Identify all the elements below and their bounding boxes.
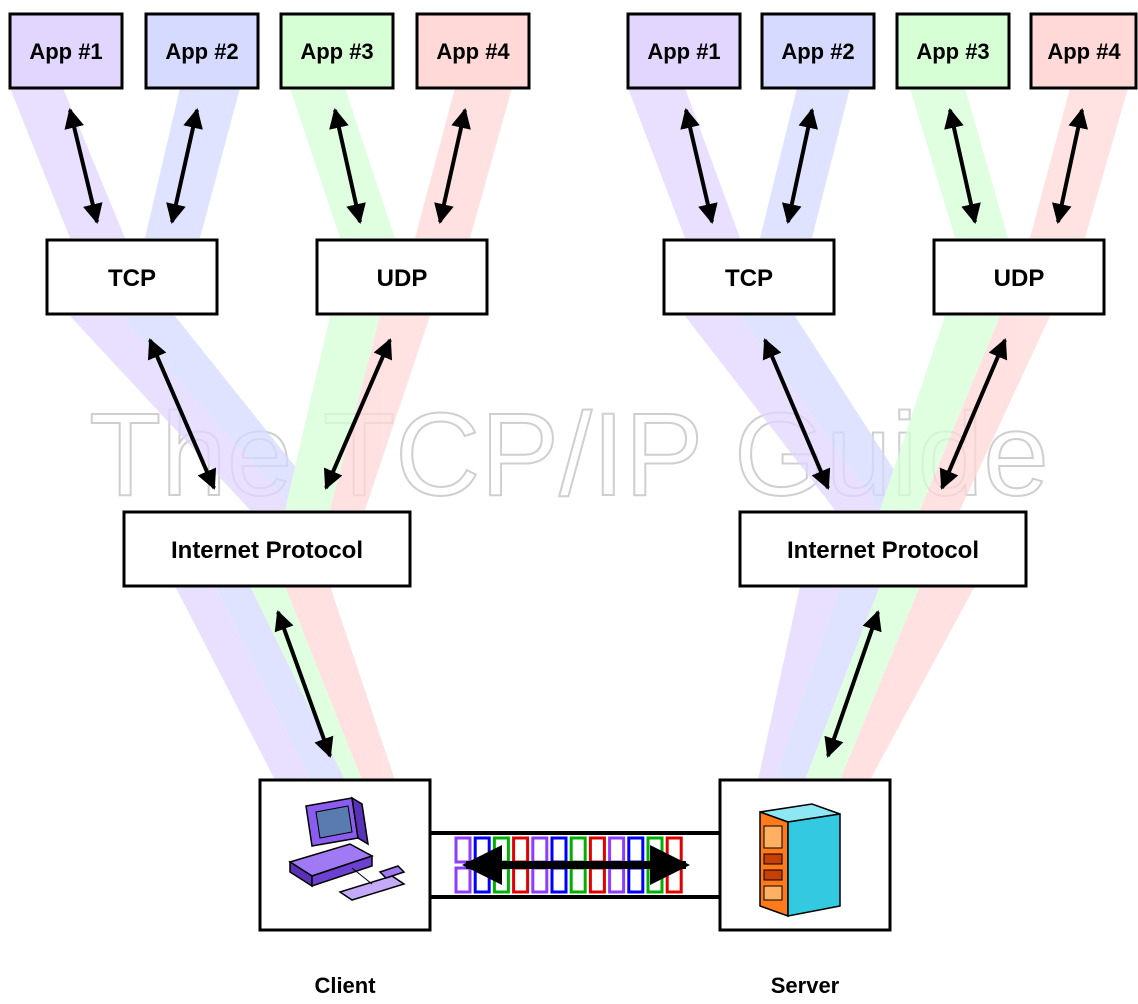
server-app4-label: App #4 [1047, 39, 1121, 64]
packet-cell [569, 836, 587, 864]
packet-cell [665, 866, 683, 894]
server-ip-box [738, 510, 1028, 588]
client-udp-box [315, 238, 489, 316]
server-udp-label: UDP [994, 265, 1045, 292]
packet-cell [665, 836, 683, 864]
server-tcp-box [662, 238, 836, 316]
packet-cell [646, 836, 664, 864]
packet-cell [550, 836, 568, 864]
arrow-ip-server [824, 610, 882, 758]
client-ip-box [122, 510, 412, 588]
arrow-udp-ip [323, 338, 393, 490]
server-app1-label: App #1 [647, 39, 720, 64]
packet-cell [588, 866, 606, 894]
band-ip1 [758, 586, 840, 780]
band-app2 [760, 88, 850, 238]
server-arrows [680, 108, 1089, 758]
server-ip-label: Internet Protocol [787, 537, 979, 564]
packet-cell [627, 836, 645, 864]
server-label: Server [771, 973, 840, 998]
arrow-app4-udp [434, 108, 471, 224]
arrow-app1-tcp [64, 108, 103, 224]
server-app3-label: App #3 [916, 39, 989, 64]
server-app1-box [626, 12, 742, 90]
packet-cell [627, 866, 645, 894]
client-app1-label: App #1 [29, 39, 102, 64]
band-app4 [1030, 88, 1128, 238]
client-udp-label: UDP [377, 265, 428, 292]
arrow-tcp-ip [147, 338, 217, 490]
server-app2-label: App #2 [781, 39, 854, 64]
packet-cell [512, 866, 530, 894]
client-stack: App #1 App #2 App #3 App #4 TCP UDP Inte… [8, 12, 531, 998]
server-app4-box [1029, 12, 1138, 90]
server-udp-box [932, 238, 1106, 316]
band-app1 [10, 88, 125, 238]
client-label: Client [314, 973, 376, 998]
band-app2 [145, 88, 240, 238]
server-tcp-label: TCP [725, 265, 773, 292]
band-app3 [290, 88, 395, 238]
arrow-app3-udp [944, 108, 981, 224]
packet-cell [646, 866, 664, 894]
client-arrows [64, 108, 471, 758]
packet-cell [473, 836, 491, 864]
packet-cell [512, 836, 530, 864]
arrow-tcp-ip [762, 338, 831, 490]
computer-icon [288, 796, 406, 901]
server-app3-box [895, 12, 1011, 90]
client-ip-label: Internet Protocol [171, 537, 363, 564]
packet-cell [608, 836, 626, 864]
client-app3-box [279, 12, 395, 90]
client-tcp-box [45, 238, 219, 316]
server-stack: App #1 App #2 App #3 App #4 TCP UDP Inte… [626, 12, 1138, 998]
arrow-app2-tcp [166, 108, 203, 224]
packet-cell [531, 836, 549, 864]
packet-cell [588, 836, 606, 864]
client-app3-label: App #3 [300, 39, 373, 64]
packet-cell [492, 866, 510, 894]
server-icon [759, 803, 841, 918]
packet-cell [454, 866, 472, 894]
packet-cell [550, 866, 568, 894]
band-app1 [628, 88, 740, 238]
band-app3 [910, 88, 1008, 238]
server-app2-box [760, 12, 876, 90]
client-tcp-label: TCP [108, 265, 156, 292]
packet-cell [569, 866, 587, 894]
arrow-app4-udp [1051, 108, 1089, 224]
packet-cell [531, 866, 549, 894]
client-app2-box [144, 12, 260, 90]
client-app1-box [8, 12, 124, 90]
arrow-app3-udp [329, 108, 366, 224]
client-app4-box [415, 12, 531, 90]
arrow-ip-client [274, 610, 334, 758]
arrow-app2-tcp [781, 108, 819, 224]
network-link [430, 831, 720, 899]
packet-cell [608, 866, 626, 894]
client-app2-label: App #2 [165, 39, 238, 64]
packet-cell [454, 836, 472, 864]
arrow-app1-tcp [680, 108, 718, 224]
client-app4-label: App #4 [436, 39, 510, 64]
arrow-udp-ip [939, 338, 1008, 490]
packet-cell [492, 836, 510, 864]
packet-cell [473, 866, 491, 894]
